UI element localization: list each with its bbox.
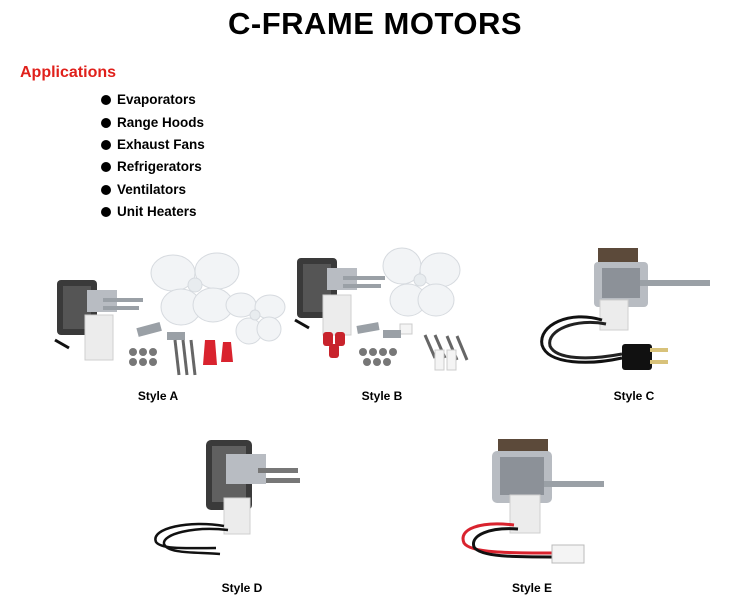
list-item: Ventilators (101, 179, 205, 201)
style-e-caption: Style E (511, 581, 553, 595)
bullet-icon (101, 184, 111, 195)
applications-list: Evaporators Range Hoods Exhaust Fans Ref… (101, 89, 205, 223)
style-c-motor-image (540, 248, 710, 370)
list-item: Evaporators (101, 89, 205, 111)
bullet-icon (101, 207, 111, 218)
bullet-icon (101, 95, 111, 106)
bullet-icon (101, 162, 111, 173)
style-a-caption: Style A (137, 389, 179, 403)
list-item: Unit Heaters (101, 201, 205, 223)
applications-heading: Applications (20, 64, 117, 81)
page-title: C-FRAME MOTORS (227, 6, 523, 41)
style-e-motor-image (461, 439, 604, 564)
style-a-motor-image (54, 252, 286, 376)
style-d-motor-image (154, 440, 300, 556)
style-c-caption: Style C (613, 389, 655, 403)
style-b-caption: Style B (361, 389, 403, 403)
list-item: Exhaust Fans (101, 134, 205, 156)
list-item: Refrigerators (101, 156, 205, 178)
bullet-icon (101, 139, 111, 150)
bullet-icon (101, 117, 111, 128)
list-item: Range Hoods (101, 111, 205, 133)
style-d-caption: Style D (221, 581, 263, 595)
style-b-motor-image (294, 247, 469, 371)
